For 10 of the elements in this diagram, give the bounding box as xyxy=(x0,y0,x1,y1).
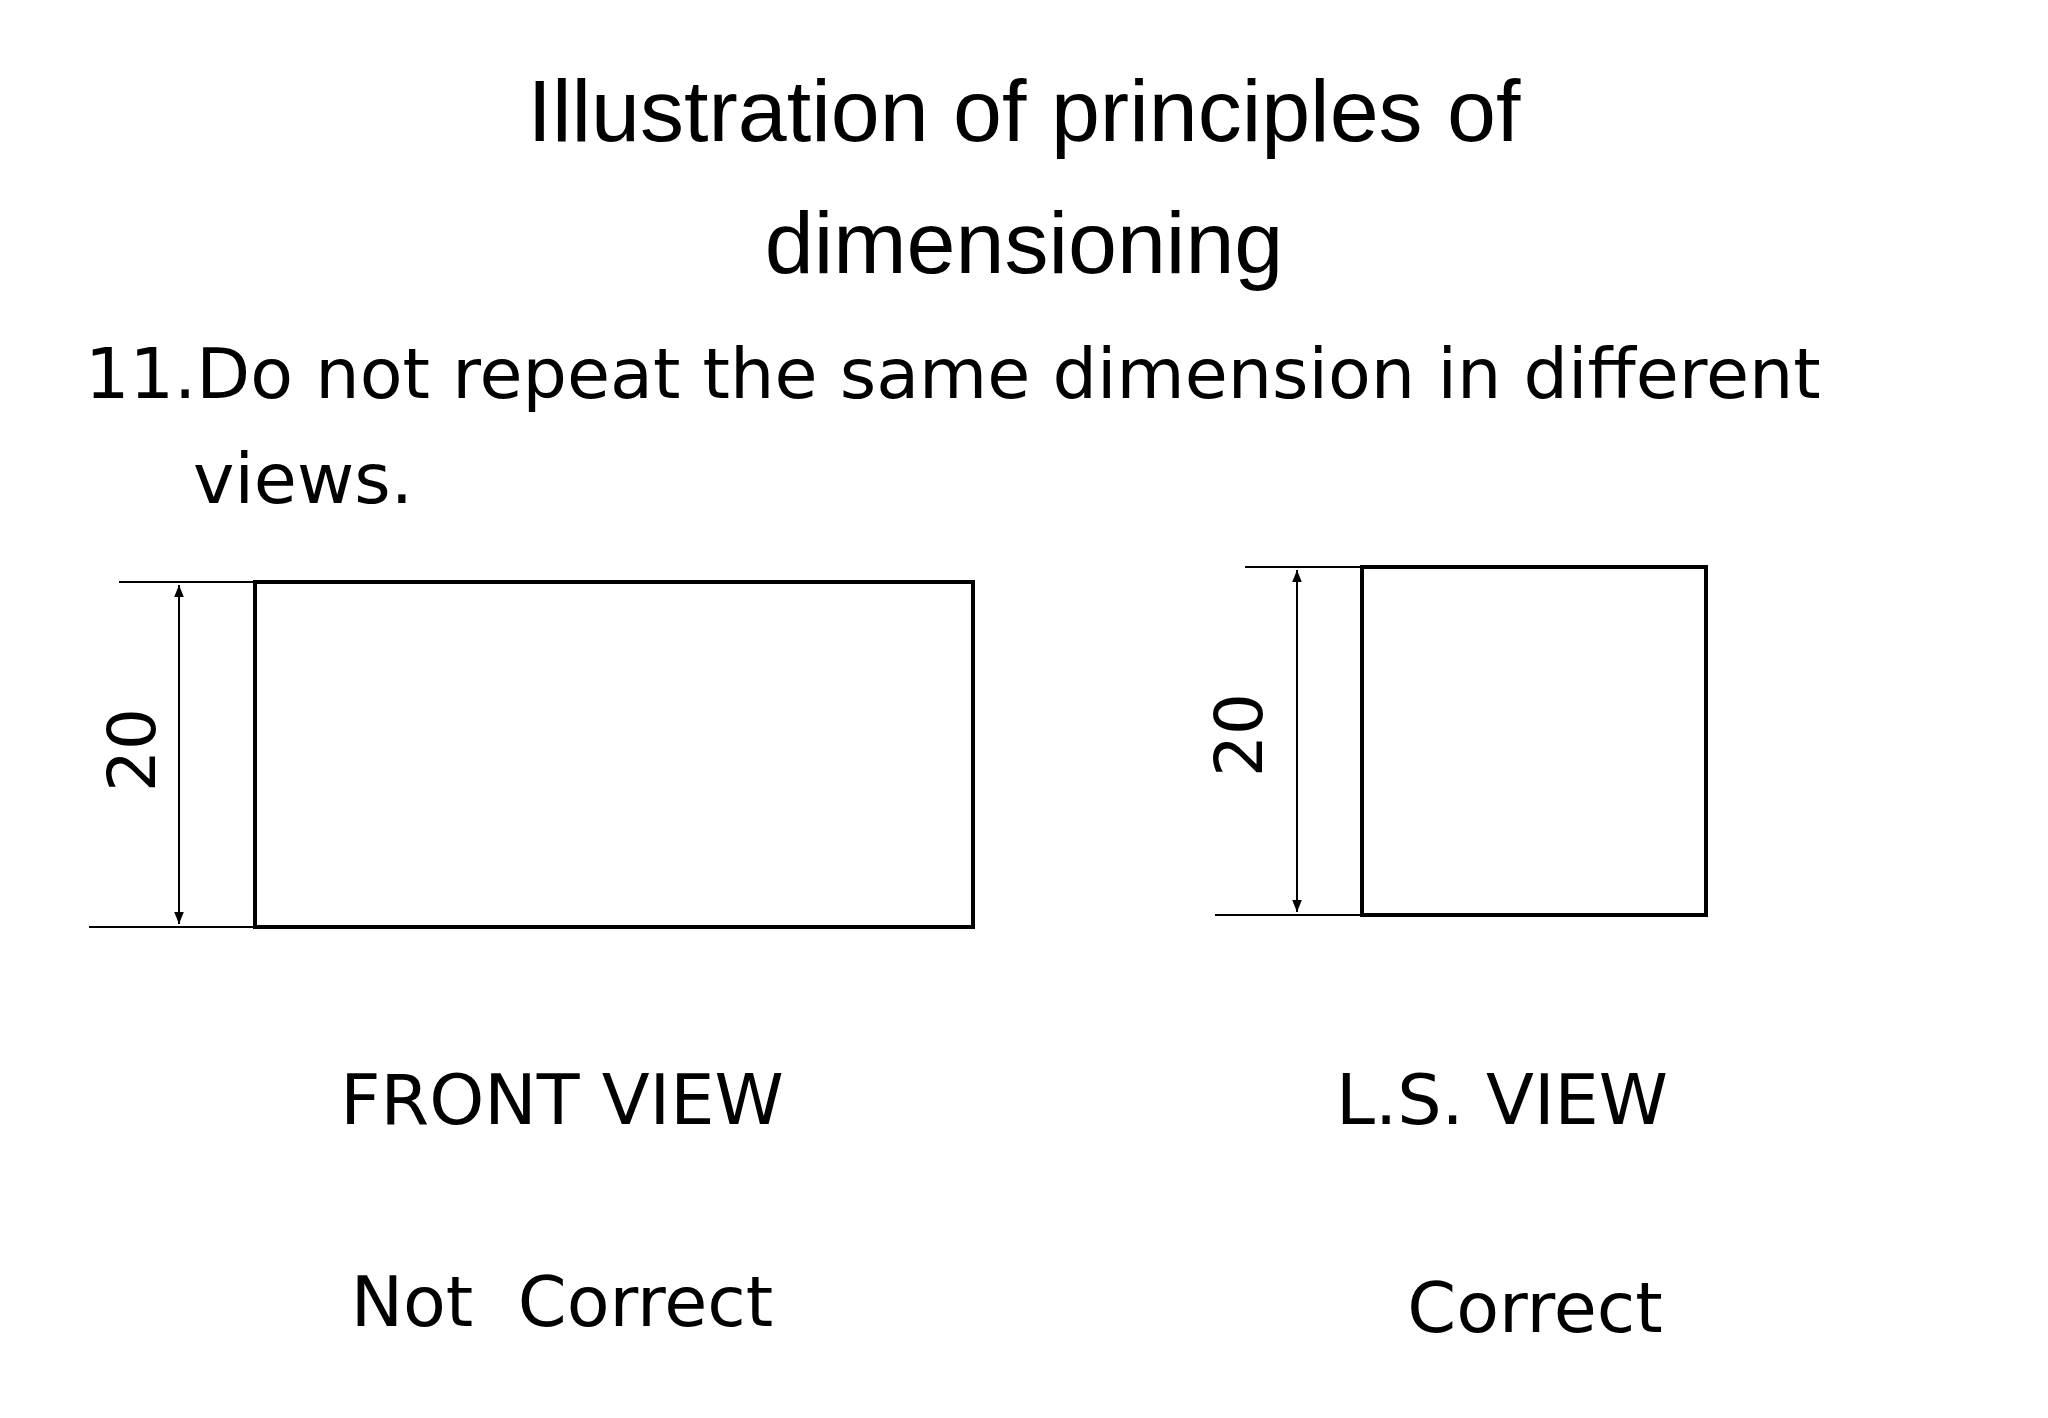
dimension-value: 20 xyxy=(95,707,165,794)
instruction-text: 11.Do not repeat the same dimension in different views. xyxy=(85,332,1822,522)
slide-title: Illustration of principles of dimensioning xyxy=(526,60,1522,294)
dimension-value: 20 xyxy=(1202,692,1272,779)
view-caption: L.S. VIEW xyxy=(1334,1060,1670,1141)
view-caption: FRONT VIEW xyxy=(339,1060,785,1141)
view-outline xyxy=(253,580,975,929)
view-outline xyxy=(1360,565,1708,917)
verdict-text: Correct xyxy=(1406,1268,1664,1349)
verdict-text: Not Correct xyxy=(349,1262,775,1343)
